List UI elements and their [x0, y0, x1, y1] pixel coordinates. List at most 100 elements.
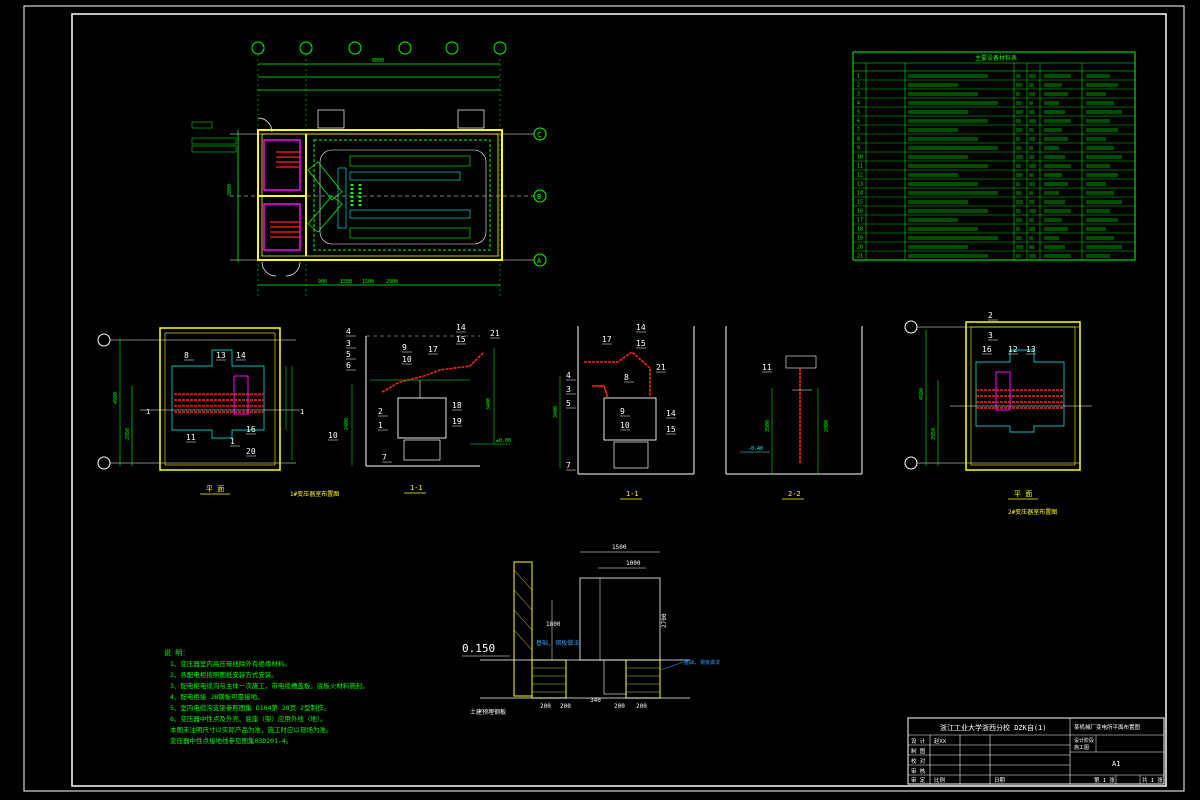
outer-border	[23, 5, 1185, 792]
note-line-8: 变压器中性点接地线参见图集03D201-4。	[170, 736, 292, 745]
foundation-dim-1: 1500	[612, 544, 627, 551]
left-plan-section-mark: 1	[146, 408, 150, 416]
table-cell-text	[1044, 110, 1065, 114]
foundation-level: 0.150	[462, 642, 495, 655]
table-cell-text	[1086, 218, 1118, 222]
axis-label-c: C	[537, 131, 541, 139]
section-a-dim-1: 2400	[344, 418, 350, 430]
table-cell-text	[908, 173, 958, 177]
table-cell-text	[1029, 137, 1036, 141]
table-cell-text	[1029, 146, 1033, 150]
callout-number: 5	[346, 350, 351, 359]
table-cell-text	[908, 218, 958, 222]
table-cell-text	[1086, 101, 1114, 105]
callout-number: 13	[216, 351, 226, 360]
callout-number: 5	[566, 399, 571, 408]
table-cell-text	[1016, 245, 1024, 249]
table-cell-text	[1016, 173, 1023, 177]
table-cell-text	[1044, 245, 1065, 249]
table-cell-text	[1029, 155, 1035, 159]
table-cell-text	[908, 182, 978, 186]
table-cell-text	[1044, 146, 1059, 150]
table-cell-text	[1029, 254, 1037, 258]
callout-number: 16	[982, 345, 992, 354]
section-a-dim-2: 3400	[486, 398, 492, 410]
table-cell-text	[1016, 200, 1024, 204]
inner-frame	[71, 13, 1167, 787]
table-cell-text	[908, 209, 988, 213]
table-cell-text	[1044, 83, 1062, 87]
table-cell-text	[1086, 245, 1122, 249]
callout-number: 14	[456, 323, 466, 332]
table-cell-text	[908, 164, 988, 168]
callout-number: 3	[346, 339, 351, 348]
table-cell-text	[1016, 146, 1022, 150]
callout-number: 7	[382, 453, 387, 462]
table-cell-text	[1016, 137, 1020, 141]
table-cell-text	[908, 245, 968, 249]
note-line-3: 3、配电柜电缆沟与主体一次施工，带电缆槽盖板，底板火材料施封。	[170, 681, 369, 690]
table-cell-text	[1029, 92, 1036, 96]
table-cell-text	[1016, 218, 1023, 222]
table-row-number: 12	[857, 173, 863, 179]
table-cell-text	[1029, 74, 1037, 78]
table-cell-text	[908, 101, 998, 105]
callout-number: 4	[566, 371, 571, 380]
table-cell-text	[1016, 155, 1024, 159]
callout-number: 19	[452, 417, 462, 426]
callout-number: 4	[346, 327, 351, 336]
table-cell-text	[1044, 254, 1071, 258]
door-arc-bottom	[261, 261, 277, 277]
table-cell-text	[1029, 200, 1035, 204]
callout-number: 15	[666, 425, 676, 434]
table-row-number: 10	[857, 155, 863, 161]
bottom-dim-2: 1500	[340, 279, 352, 285]
title-row-3: 校 对	[911, 757, 926, 765]
callout-number: 11	[186, 433, 196, 442]
table-cell-text	[1086, 74, 1110, 78]
bottom-dim-3: 1500	[362, 279, 374, 285]
table-cell-text	[1029, 236, 1033, 240]
table-cell-text	[1044, 155, 1065, 159]
bottom-dim-1: 900	[318, 279, 327, 285]
transformer-room-1	[263, 139, 301, 191]
concrete-base-right	[625, 659, 661, 699]
section-c-callouts: 11	[762, 363, 772, 373]
section-a-title: 1-1	[410, 484, 423, 492]
transformer-body-b	[603, 397, 657, 441]
callout-number: 8	[624, 373, 629, 382]
table-cell-text	[1086, 92, 1106, 96]
table-cell-text	[908, 119, 988, 123]
table-cell-text	[1029, 182, 1036, 186]
plan-left-dim: 3800	[227, 184, 233, 196]
table-cell-text	[1086, 227, 1106, 231]
table-cell-text	[1044, 218, 1062, 222]
foundation-right-label: 基础, 钢板做法	[684, 659, 720, 666]
table-cell-text	[1086, 254, 1110, 258]
callout-number: 13	[1026, 345, 1036, 354]
callout-number: 1	[378, 421, 383, 430]
table-cell-text	[1086, 137, 1106, 141]
callout-number: 20	[246, 447, 256, 456]
table-row-number: 19	[857, 236, 863, 242]
table-cell-text	[908, 128, 958, 132]
table-row-number: 20	[857, 245, 863, 251]
table-cell-text	[1029, 83, 1034, 87]
section-c-dim-2: 2000	[824, 420, 830, 432]
busbars-room-1	[276, 151, 300, 168]
notes-title: 说 明：	[164, 648, 189, 657]
section-a-view: ±0.00 2400 3400 435691017141521211819710…	[290, 323, 511, 498]
section-c-level: -0.40	[748, 446, 763, 452]
switchgear-area	[319, 149, 487, 245]
left-plan-section-mark-r: 1	[300, 408, 304, 416]
table-title: 主要设备材料表	[975, 54, 1017, 62]
title-phase-label: 施工图	[1074, 744, 1089, 751]
table-cell-text	[1044, 119, 1071, 123]
right-plan-dim-2: 2950	[931, 428, 937, 440]
bus-trunking-upper	[307, 161, 343, 201]
table-row-number: 4	[857, 101, 860, 107]
right-plan-title: 平 面	[1014, 490, 1032, 498]
callout-number: 16	[246, 425, 256, 434]
